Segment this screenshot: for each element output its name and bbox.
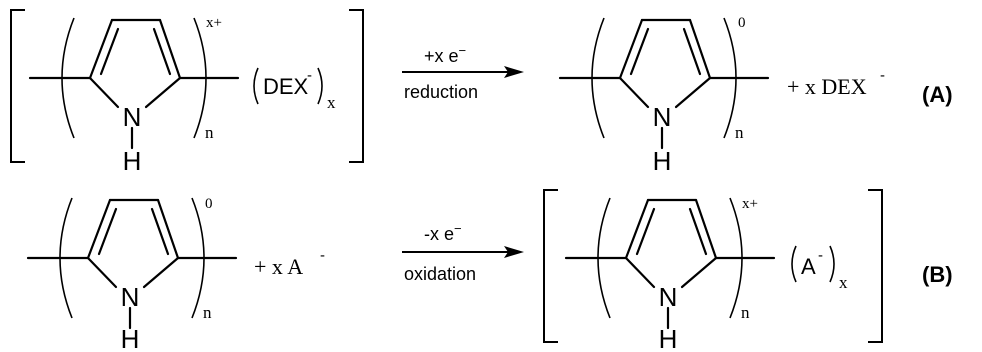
hydrogen-atom: H — [123, 146, 142, 176]
released-counterion: + x DEX — [787, 74, 867, 99]
repeat-subscript: n — [735, 123, 744, 142]
ring-bond — [86, 256, 118, 289]
released-counterion-charge: - — [880, 67, 885, 84]
ring-bond — [618, 76, 650, 109]
reaction-b-product: N H n x+ A - x — [543, 189, 883, 352]
repeat-subscript: n — [205, 123, 214, 142]
reaction-arrow-head — [504, 66, 524, 78]
counterion-paren-right — [829, 245, 835, 283]
ring-bond — [694, 198, 718, 260]
polymer-charge: x+ — [206, 15, 222, 31]
counterion-charge: - — [818, 247, 823, 264]
counterion-subscript: x — [839, 273, 848, 292]
ring-bond — [680, 256, 718, 289]
added-anion-charge: - — [320, 247, 325, 264]
repeat-subscript: n — [741, 303, 750, 322]
arrow-bottom-label: reduction — [404, 82, 478, 102]
right-bracket — [349, 9, 364, 163]
pyrrole-unit: N H n — [558, 17, 770, 176]
ring-bond — [88, 18, 114, 80]
reaction-a-arrow: +x e− reduction — [402, 43, 524, 102]
repeat-paren-right — [191, 197, 205, 319]
reaction-a-reactant: N H n x+ DEX - x — [10, 9, 364, 176]
ring-double-bond — [629, 27, 650, 76]
ring-bond — [158, 18, 182, 80]
counterion-subscript: x — [327, 93, 336, 112]
ring-bond — [674, 76, 712, 109]
ring-bond — [618, 18, 644, 80]
counterion: A - x — [791, 245, 848, 292]
repeat-paren-right — [729, 197, 743, 319]
nitrogen-atom: N — [653, 102, 672, 132]
repeat-paren-right — [723, 17, 737, 139]
arrow-top-label: +x e− — [424, 43, 466, 66]
polymer-charge: 0 — [205, 196, 213, 212]
hydrogen-atom: H — [653, 146, 672, 176]
counterion-paren-left — [253, 67, 259, 105]
ring-double-bond — [99, 27, 120, 76]
reaction-a-product: N H n 0 + x DEX - — [558, 15, 885, 176]
pyrrole-unit: N H n — [564, 197, 776, 352]
repeat-paren-left — [61, 17, 75, 139]
ring-bond — [144, 76, 182, 109]
reaction-a-label: (A) — [922, 82, 953, 107]
left-bracket — [543, 189, 558, 343]
counterion-charge: - — [307, 67, 312, 84]
counterion: DEX - x — [253, 67, 336, 112]
repeat-subscript: n — [203, 303, 212, 322]
ring-bond — [86, 198, 112, 260]
ring-double-bond — [688, 207, 708, 256]
ring-bond — [156, 198, 180, 260]
nitrogen-atom: N — [121, 282, 140, 312]
repeat-paren-left — [597, 197, 611, 319]
ring-double-bond — [97, 207, 118, 256]
ring-double-bond — [150, 207, 170, 256]
ring-bond — [88, 76, 120, 109]
counterion-paren-left — [791, 245, 797, 283]
counterion-name: DEX — [263, 74, 309, 99]
pyrrole-unit: N H n — [28, 17, 240, 176]
hydrogen-atom: H — [121, 324, 140, 352]
arrow-bottom-label: oxidation — [404, 264, 476, 284]
reaction-b-reactant: N H n 0 + x A - — [26, 196, 325, 352]
polymer-charge: 0 — [738, 15, 746, 31]
left-bracket — [10, 9, 25, 163]
hydrogen-atom: H — [659, 324, 678, 352]
repeat-paren-left — [59, 197, 73, 319]
ring-double-bond — [682, 27, 702, 76]
ring-double-bond — [635, 207, 656, 256]
nitrogen-atom: N — [659, 282, 678, 312]
polymer-charge: x+ — [742, 196, 758, 212]
repeat-paren-right — [193, 17, 207, 139]
ring-bond — [624, 198, 650, 260]
repeat-paren-left — [591, 17, 605, 139]
ring-bond — [624, 256, 656, 289]
ring-double-bond — [152, 27, 172, 76]
ring-bond — [142, 256, 180, 289]
counterion-name: A — [801, 254, 816, 279]
nitrogen-atom: N — [123, 102, 142, 132]
reaction-b-label: (B) — [922, 262, 953, 287]
pyrrole-unit: N H n — [26, 197, 238, 352]
reaction-arrow-head — [504, 246, 524, 258]
counterion-paren-right — [317, 67, 323, 105]
arrow-top-label: -x e− — [424, 221, 462, 244]
ring-bond — [688, 18, 712, 80]
reaction-b-arrow: -x e− oxidation — [402, 221, 524, 284]
added-anion: + x A — [254, 254, 303, 279]
right-bracket — [868, 189, 883, 343]
